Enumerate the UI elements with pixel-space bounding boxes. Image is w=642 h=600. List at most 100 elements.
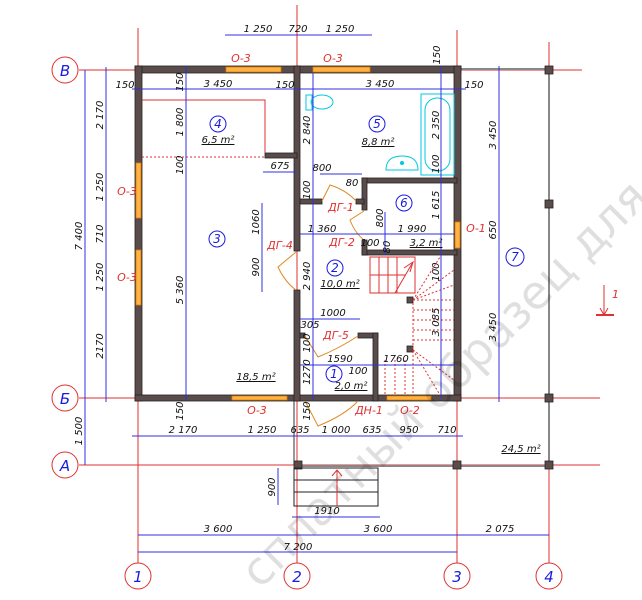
door-label: ДГ-5 [322, 329, 349, 342]
dim-label: 100 [360, 238, 379, 249]
dim-label: 900 [267, 477, 278, 496]
dimension-lines [84, 34, 549, 553]
dim-label: 900 [251, 257, 262, 276]
axis-label-3: 3 [452, 568, 462, 586]
room-labels: 4 6,5 m² 5 8,8 m² 3 18,5 m² 6 3,2 m² 2 1… [202, 115, 541, 455]
axis-label-4: 4 [544, 568, 554, 586]
room-area: 2,0 m² [335, 381, 368, 392]
terrace-outline [293, 65, 554, 470]
dim-label: 1910 [314, 506, 339, 517]
dim-label: 710 [95, 224, 106, 243]
dim-label: 100 [175, 155, 186, 174]
dim-label: 2 170 [95, 101, 106, 130]
section-label: 1 [612, 288, 619, 301]
toilet-icon [305, 94, 334, 111]
dim-label: 1 360 [308, 224, 337, 235]
axis-label-2: 2 [292, 568, 302, 586]
dim-label: 1760 [383, 354, 408, 365]
dim-label: 100 [431, 154, 442, 173]
dim-label: 2 350 [431, 111, 442, 140]
dim-label: 3 600 [364, 524, 393, 535]
opening-labels: О-3 О-3 О-3 О-3 О-3 О-2 О-1 ДГ-1 ДГ-2 ДГ… [117, 52, 486, 417]
window-label: О-3 [323, 52, 343, 65]
room-number: 1 [330, 367, 338, 381]
dim-label: 3 600 [204, 524, 233, 535]
dim-label: 7 200 [284, 542, 313, 553]
window-label: О-3 [117, 185, 137, 198]
room-number: 5 [373, 117, 381, 131]
dim-label: 635 [290, 425, 309, 436]
dim-label: 150 [432, 45, 443, 64]
sink-icon [385, 155, 419, 171]
door-swings [277, 184, 365, 427]
room-area: 6,5 m² [202, 135, 235, 146]
window-label: О-3 [247, 404, 267, 417]
dim-label: 1 000 [322, 425, 351, 436]
dim-label: 3 450 [488, 121, 499, 150]
dim-label: 2 840 [302, 116, 313, 145]
dim-label: 720 [288, 24, 307, 35]
axis-label-v: В [60, 62, 70, 80]
dim-label: 800 [375, 208, 386, 227]
dim-label: 3 450 [366, 79, 395, 90]
dim-label: 1000 [320, 308, 345, 319]
axis-label-a: А [59, 457, 70, 475]
room-number: 4 [214, 117, 222, 131]
dim-label: 1 250 [95, 263, 106, 292]
dim-label: 1060 [251, 209, 262, 234]
room-number: 7 [511, 250, 519, 264]
room-area: 24,5 m² [501, 444, 540, 455]
door-label: ДГ-1 [327, 201, 354, 214]
dimension-labels: 1 250 720 1 250 150 3 450 150 3 450 150 … [74, 24, 514, 553]
dim-label: 650 [488, 220, 499, 239]
dim-label: 80 [382, 241, 393, 254]
bathtub-icon [420, 93, 455, 176]
section-marker: 1 [596, 285, 619, 317]
window-label: О-3 [231, 52, 251, 65]
window-label: О-1 [466, 222, 486, 235]
room-number: 6 [400, 196, 408, 210]
room-area: 10,0 m² [320, 279, 359, 290]
dim-label: 1 500 [74, 417, 85, 446]
room-area: 8,8 m² [362, 137, 395, 148]
dim-label: 1 990 [398, 224, 427, 235]
dim-label: 3 085 [431, 308, 442, 337]
door-label: ДГ-2 [328, 236, 355, 249]
axis-label-b: Б [60, 390, 70, 408]
axis-bubbles: В Б А 1 2 3 4 [51, 56, 563, 590]
dim-label: 3 450 [204, 79, 233, 90]
door-label: ДГ-4 [266, 239, 293, 252]
dim-label: 635 [362, 425, 381, 436]
windows [135, 66, 461, 401]
dim-label: 800 [312, 163, 331, 174]
dim-label: 950 [399, 425, 418, 436]
dim-label: 150 [464, 80, 483, 91]
porch-steps [293, 467, 379, 507]
dim-label: 150 [175, 401, 186, 420]
dim-label: 1590 [327, 354, 352, 365]
room-area: 18,5 m² [236, 372, 275, 383]
dim-label: 1 250 [244, 24, 273, 35]
room-number: 2 [331, 261, 339, 275]
window-label: О-3 [117, 271, 137, 284]
dim-label: 675 [270, 161, 289, 172]
dim-label: 1 800 [175, 108, 186, 137]
door-label: ДН-1 [354, 404, 383, 417]
wardrobe-outline [142, 99, 266, 158]
dim-label: 1 250 [95, 173, 106, 202]
dim-label: 1270 [302, 359, 313, 384]
dim-label: 305 [300, 320, 319, 331]
dim-label: 3 450 [488, 313, 499, 342]
window-label: О-2 [400, 404, 420, 417]
dim-label: 710 [437, 425, 456, 436]
dim-label: 150 [115, 80, 134, 91]
dim-label: 2 940 [302, 262, 313, 291]
dim-label: 1 250 [326, 24, 355, 35]
dim-label: 150 [302, 401, 313, 420]
dim-label: 7 400 [74, 222, 85, 251]
axis-label-1: 1 [133, 568, 143, 586]
dim-label: 100 [431, 262, 442, 281]
dim-label: 100 [302, 333, 313, 352]
dim-label: 100 [348, 366, 367, 377]
